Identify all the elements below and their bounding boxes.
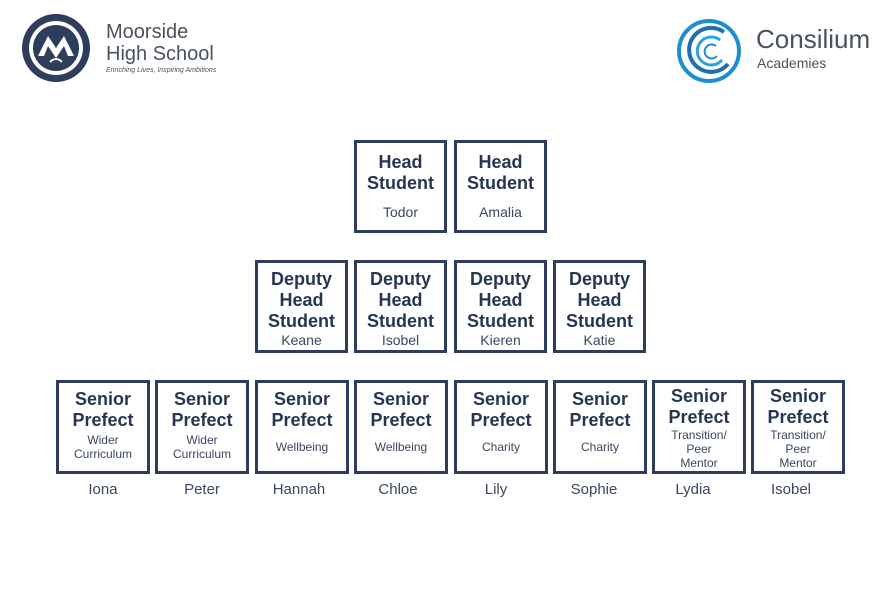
senior-prefect-box: Senior Prefect Transition/ Peer Mentor bbox=[751, 380, 845, 474]
role-title: Senior Prefect bbox=[470, 389, 532, 430]
student-name: Keane bbox=[281, 332, 322, 348]
prefect-area: Wellbeing bbox=[374, 440, 428, 454]
student-name: Chloe bbox=[378, 481, 418, 498]
deputy-head-student-box: Deputy Head Student Katie bbox=[553, 260, 646, 353]
prefect-area: Transition/ Peer Mentor bbox=[671, 428, 727, 470]
role-title: Deputy Head Student bbox=[467, 269, 534, 331]
role-title: Senior Prefect bbox=[767, 386, 829, 427]
senior-prefect-box: Senior Prefect Charity bbox=[454, 380, 548, 474]
prefect-area: Charity bbox=[481, 440, 520, 454]
prefect-area: Wellbeing bbox=[275, 440, 329, 454]
student-name: Sophie bbox=[570, 481, 618, 498]
student-name: Isobel bbox=[381, 332, 420, 348]
prefect-area: Transition/ Peer Mentor bbox=[770, 428, 826, 470]
moorside-logo: Moorside High School Enriching Lives, In… bbox=[20, 12, 250, 86]
senior-prefect-box: Senior Prefect Wider Curriculum bbox=[56, 380, 150, 474]
role-title: Senior Prefect bbox=[370, 389, 432, 430]
role-title: Deputy Head Student bbox=[566, 269, 633, 331]
role-title: Deputy Head Student bbox=[367, 269, 434, 331]
prefect-area: Charity bbox=[580, 440, 619, 454]
prefect-area: Wider Curriculum bbox=[73, 433, 132, 461]
senior-prefect-box: Senior Prefect Wellbeing bbox=[354, 380, 448, 474]
senior-prefect-box: Senior Prefect Transition/ Peer Mentor bbox=[652, 380, 746, 474]
role-title: Deputy Head Student bbox=[268, 269, 335, 331]
senior-prefect-box: Senior Prefect Charity bbox=[553, 380, 647, 474]
prefect-area: Wider Curriculum bbox=[172, 433, 231, 461]
trust-subtitle: Academies bbox=[757, 55, 827, 71]
role-title: Senior Prefect bbox=[171, 389, 233, 430]
role-title: Senior Prefect bbox=[569, 389, 631, 430]
role-title: Head Student bbox=[467, 152, 534, 193]
head-student-box: Head Student Todor bbox=[354, 140, 447, 233]
senior-prefect-box: Senior Prefect Wellbeing bbox=[255, 380, 349, 474]
student-name: Isobel bbox=[770, 481, 812, 498]
student-name: Katie bbox=[583, 332, 616, 348]
student-name: Amalia bbox=[479, 204, 522, 220]
student-name: Iona bbox=[88, 481, 118, 498]
senior-prefect-box: Senior Prefect Wider Curriculum bbox=[155, 380, 249, 474]
head-student-box: Head Student Amalia bbox=[454, 140, 547, 233]
deputy-head-student-box: Deputy Head Student Isobel bbox=[354, 260, 447, 353]
role-title: Senior Prefect bbox=[271, 389, 333, 430]
student-name: Lily bbox=[484, 481, 508, 498]
student-name: Kieren bbox=[480, 332, 521, 348]
student-name: Todor bbox=[382, 204, 419, 220]
deputy-head-student-box: Deputy Head Student Keane bbox=[255, 260, 348, 353]
consilium-logo: Consilium Academies bbox=[676, 18, 881, 84]
student-name: Hannah bbox=[272, 481, 326, 498]
moorside-crest-icon bbox=[22, 14, 90, 82]
school-name-line2: High School bbox=[106, 43, 214, 65]
student-name: Lydia bbox=[675, 481, 711, 498]
student-name: Peter bbox=[184, 481, 220, 498]
deputy-head-student-box: Deputy Head Student Kieren bbox=[454, 260, 547, 353]
role-title: Head Student bbox=[367, 152, 434, 193]
consilium-rings-icon bbox=[677, 19, 741, 83]
role-title: Senior Prefect bbox=[72, 389, 134, 430]
role-title: Senior Prefect bbox=[668, 386, 730, 427]
trust-name: Consilium bbox=[756, 24, 871, 54]
school-tagline: Enriching Lives, Inspiring Ambitions bbox=[106, 67, 217, 74]
school-name-line1: Moorside bbox=[106, 21, 189, 43]
